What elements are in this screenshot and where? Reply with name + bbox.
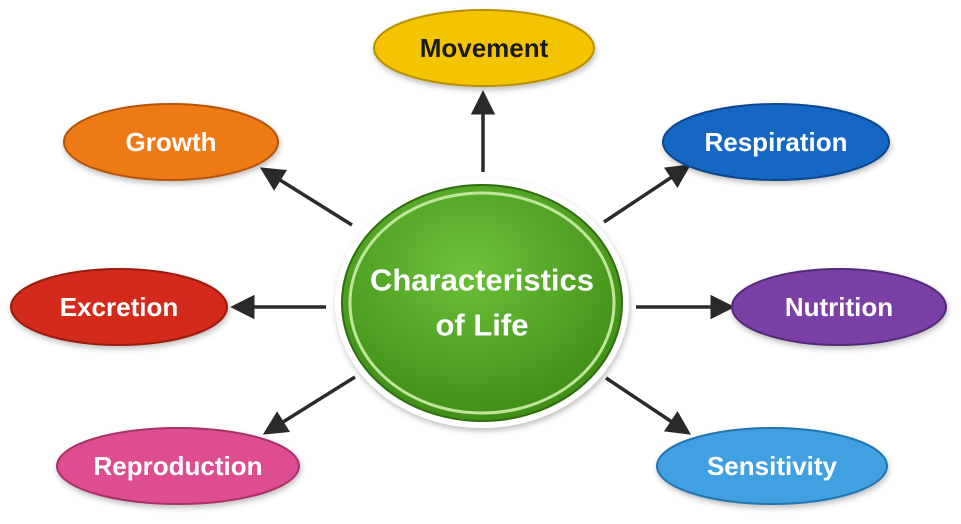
arrow-to-growth — [259, 167, 353, 227]
node-movement-label: Movement — [420, 33, 549, 63]
arrows — [230, 90, 735, 435]
node-nutrition: Nutrition — [731, 268, 947, 346]
node-sensitivity-label: Sensitivity — [707, 451, 838, 481]
node-reproduction-label: Reproduction — [94, 451, 263, 481]
node-respiration: Respiration — [662, 103, 890, 181]
center-node: Characteristics of Life — [335, 178, 629, 428]
node-growth: Growth — [63, 103, 279, 181]
arrow-to-sensitivity — [605, 376, 692, 435]
node-growth-label: Growth — [126, 127, 217, 157]
node-sensitivity: Sensitivity — [656, 427, 888, 505]
arrow-to-reproduction — [262, 375, 356, 435]
node-excretion: Excretion — [10, 268, 228, 346]
node-nutrition-label: Nutrition — [785, 292, 893, 322]
node-reproduction: Reproduction — [56, 427, 300, 505]
node-excretion-label: Excretion — [60, 292, 179, 322]
center-title-line1: Characteristics — [370, 263, 594, 298]
center-title-line2: of Life — [436, 308, 529, 343]
arrow-to-respiration — [603, 164, 692, 224]
node-respiration-label: Respiration — [704, 127, 847, 157]
node-movement: Movement — [373, 9, 595, 87]
